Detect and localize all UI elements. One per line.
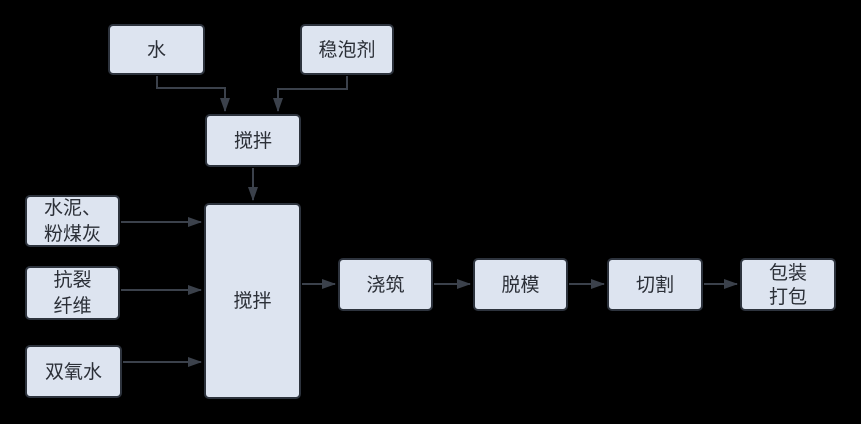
node-water: 水 — [108, 24, 205, 75]
node-demolding: 脱模 — [473, 258, 568, 311]
node-hydrogen-peroxide: 双氧水 — [25, 345, 122, 398]
node-mixing-1: 搅拌 — [205, 114, 301, 167]
edge-foamstabilizer-to-mixing1 — [273, 76, 348, 112]
node-pouring: 浇筑 — [338, 258, 433, 311]
node-foam-stabilizer: 稳泡剂 — [300, 24, 394, 75]
node-mixing-2: 搅拌 — [204, 203, 301, 399]
node-anticrack-fiber: 抗裂 纤维 — [25, 266, 120, 320]
edge-water-to-mixing1 — [156, 76, 230, 112]
node-packaging: 包装 打包 — [740, 258, 836, 311]
node-cement-flyash: 水泥、 粉煤灰 — [25, 195, 120, 247]
node-cutting: 切割 — [607, 258, 703, 311]
